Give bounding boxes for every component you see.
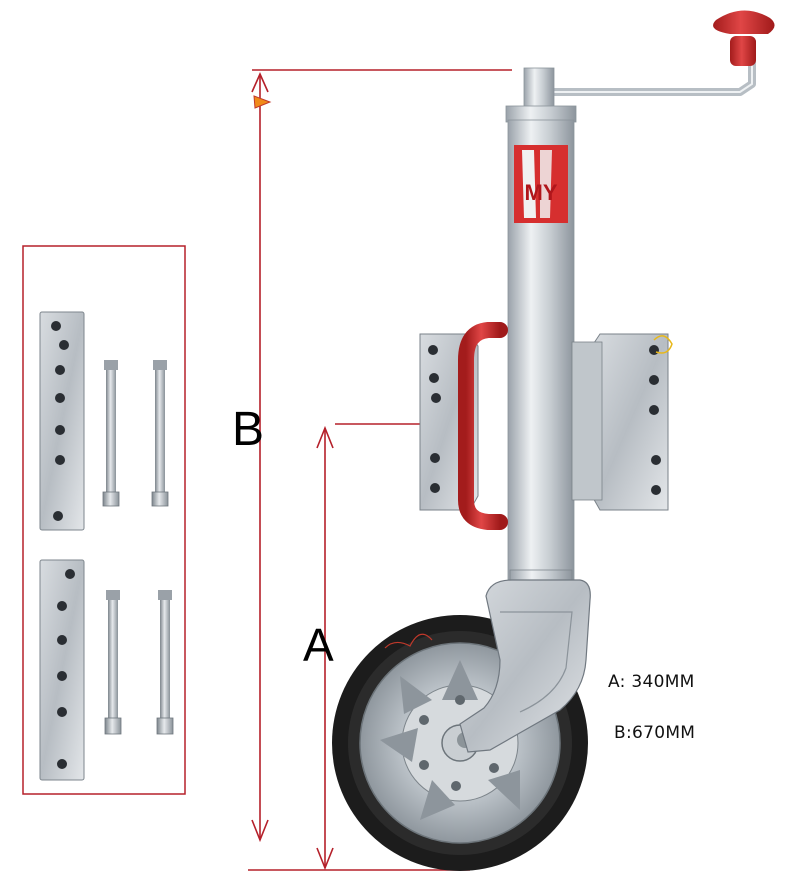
clamp-handle-icon	[458, 322, 508, 530]
caster-fork	[459, 569, 591, 753]
accessory-box	[22, 245, 186, 795]
dimension-b-label: B	[232, 403, 265, 456]
bolt-icon	[151, 360, 169, 507]
dimension-lines	[248, 69, 512, 871]
arrow-marker-icon	[253, 95, 272, 109]
bolt-icon	[102, 360, 120, 507]
spec-b-text: B:670MM	[614, 723, 696, 743]
bolt-icon	[156, 590, 174, 735]
crank-handle-icon	[548, 10, 775, 96]
spec-a-text: A: 340MM	[608, 672, 695, 692]
dimension-a-label: A	[303, 619, 334, 671]
mounting-plate-icon	[39, 559, 85, 781]
jack-tube: MY	[505, 67, 577, 581]
bolt-icon	[104, 590, 122, 735]
decal-text: MY	[525, 180, 558, 205]
mounting-plate-icon	[39, 311, 85, 531]
